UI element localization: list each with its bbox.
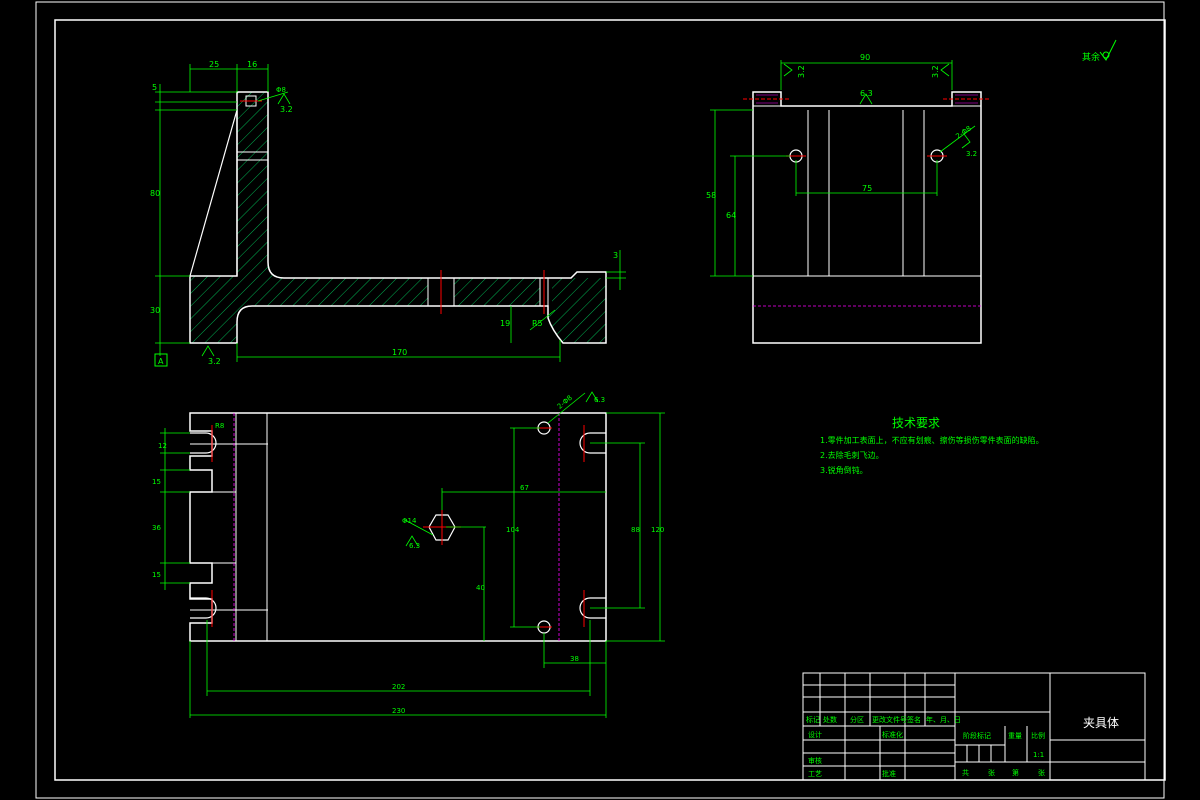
side-view: 90 3.2 3.2 6.3 75 58 64 2-Φ8 3.2	[706, 53, 990, 344]
title-row-label-1: 处数	[823, 715, 837, 724]
top-dim-88: 88	[631, 526, 640, 534]
title-process: 工艺	[808, 770, 822, 778]
part-name: 夹具体	[1083, 716, 1119, 730]
tech-title: 技术要求	[892, 416, 940, 430]
dim-height-30: 30	[150, 306, 160, 315]
title-row-label-3: 更改文件号	[872, 715, 907, 724]
side-dim-58: 58	[706, 191, 716, 200]
side-dim-right-32: 3.2	[931, 65, 940, 78]
front-rough-32: 3.2	[208, 357, 221, 366]
dim-height-80: 80	[150, 189, 160, 198]
side-dim-64: 64	[726, 211, 736, 220]
side-outline	[752, 91, 982, 344]
front-hatch-arm	[190, 92, 428, 343]
top-dim-12: 12	[158, 442, 167, 450]
front-view: 25 16 5 80 30 170 19 R5 3 3.2 3.2 Φ8 A	[150, 60, 626, 367]
title-sheets-2: 第	[1012, 768, 1019, 777]
title-review: 审核	[808, 756, 822, 765]
top-dim-67: 67	[520, 484, 529, 492]
front-hole-mark: Φ8	[276, 86, 286, 94]
datum-a-label: A	[158, 357, 164, 366]
title-block	[802, 672, 1146, 781]
dim-height-5: 5	[152, 83, 157, 92]
top-dim-r: R8	[215, 422, 224, 430]
dim-top-16: 16	[247, 60, 257, 69]
top-dim-40: 40	[476, 584, 485, 592]
inner-border	[54, 19, 1166, 781]
title-row-label-5: 年、月、日	[926, 715, 961, 724]
title-stage: 阶段标记	[963, 731, 991, 740]
front-hatch-end	[548, 278, 606, 343]
title-sheets-3: 张	[1038, 768, 1045, 777]
top-dim-36: 36	[152, 524, 161, 532]
top-dim-230: 230	[392, 707, 405, 715]
title-scale-label: 比例	[1031, 731, 1045, 740]
side-dim-left-32: 3.2	[797, 65, 806, 78]
title-row-label-4: 签名	[907, 715, 921, 724]
top-dim-202: 202	[392, 683, 405, 691]
dim-r5: R5	[532, 319, 543, 328]
top-dim-120: 120	[651, 526, 664, 534]
datum-a-box	[154, 353, 168, 367]
front-hatch-right	[454, 278, 540, 306]
side-dim-63: 6.3	[860, 89, 873, 98]
title-row-label-2: 分区	[850, 715, 864, 724]
dim-right-3: 3	[613, 251, 618, 260]
title-row-label-0: 标记	[806, 715, 820, 724]
slot-top-left	[190, 432, 217, 454]
top-dim-104: 104	[506, 526, 520, 534]
title-approve: 批准	[882, 769, 896, 778]
top-rough-63b: 6.3	[409, 542, 420, 550]
dim-length-170: 170	[392, 348, 407, 357]
tech-item-1: 1.零件加工表面上，不应有划痕、擦伤等损伤零件表面的缺陷。	[820, 435, 1044, 445]
side-rough-32: 3.2	[966, 150, 977, 158]
roughness-corner-label: 其余	[1082, 51, 1100, 63]
title-sheets-0: 共	[962, 768, 969, 777]
front-outline	[189, 91, 607, 344]
top-view: R8 12 15 36 15 67 104 88 120 40 38 202 2…	[152, 391, 665, 718]
title-scale-value: 1:1	[1033, 751, 1044, 759]
top-outline	[189, 412, 607, 642]
slot-bottom-right	[579, 597, 606, 619]
top-dim-15b: 15	[152, 571, 161, 579]
tech-item-2: 2.去除毛刺飞边。	[820, 450, 884, 460]
front-rough-32b: 3.2	[280, 105, 293, 114]
dim-top-25: 25	[209, 60, 219, 69]
title-sheets-1: 张	[988, 768, 995, 777]
tech-item-3: 3.锐角倒钝。	[820, 465, 868, 475]
top-hole-big: Φ14	[402, 517, 417, 525]
title-standard: 标准化	[882, 730, 903, 739]
outer-border	[35, 1, 1165, 799]
top-dim-15a: 15	[152, 478, 161, 486]
corner-roughness: 其余	[1082, 39, 1117, 63]
title-designer: 设计	[808, 730, 822, 739]
slot-top-right	[579, 432, 606, 454]
side-dim-75: 75	[862, 184, 872, 193]
side-dim-90: 90	[860, 53, 870, 62]
title-weight: 重量	[1008, 732, 1022, 740]
top-dim-38: 38	[570, 655, 579, 663]
tech-requirements: 技术要求 1.零件加工表面上，不应有划痕、擦伤等损伤零件表面的缺陷。 2.去除毛…	[820, 416, 1044, 475]
slot-bottom-left	[190, 597, 217, 619]
side-hole-mark: 2-Φ8	[954, 124, 972, 140]
top-rough-63: 6.3	[594, 396, 605, 404]
top-hole-small: 2-Φ8	[556, 394, 574, 411]
dim-19: 19	[500, 319, 510, 328]
